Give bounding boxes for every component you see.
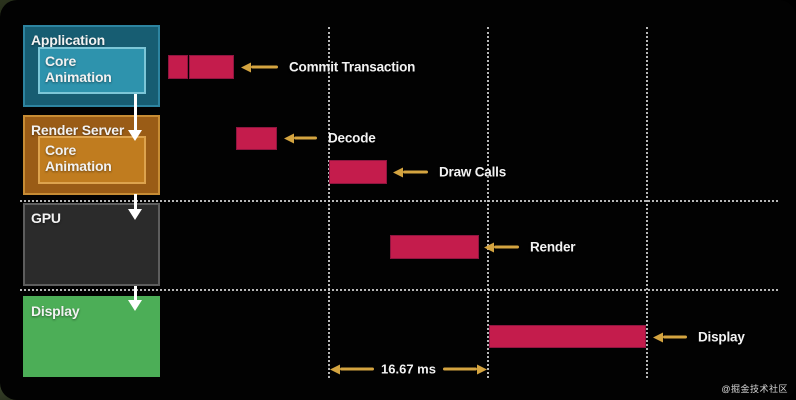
down-arrow-icon [128,130,142,141]
down-arrow-icon [128,300,142,311]
core-animation-label: Core Animation [45,142,112,174]
gridline-horizontal-1 [20,200,778,202]
render-server-box: Render Server Core Animation [23,115,160,195]
gridline-horizontal-2 [20,289,778,291]
render-label: Render [530,239,576,255]
left-arrow-icon [284,133,294,143]
flow-arrow-gpu-to-display-line [134,286,137,301]
decode-bar [236,127,277,150]
display-label: Display [31,303,80,319]
right-arrow-icon [477,364,487,374]
core-animation-box-render-server: Core Animation [38,136,146,184]
frame-interval-label: 16.67 ms [381,361,436,377]
commit-transaction-bar-2 [189,55,234,79]
left-arrow-icon [330,364,340,374]
left-arrow-icon [484,242,494,252]
gpu-box: GPU [23,203,160,286]
draw-calls-bar [329,160,387,184]
frame-interval-annotation: 16.67 ms [330,362,487,377]
gpu-label: GPU [31,210,61,226]
render-server-label: Render Server [31,122,125,138]
flow-arrow-render-to-gpu-line [134,194,137,210]
gridline-vertical-2 [487,27,489,378]
core-animation-label: Core Animation [45,53,112,85]
display-annotation: Display [653,330,745,345]
decode-label: Decode [328,130,376,146]
commit-transaction-annotation: Commit Transaction [241,60,415,75]
display-bar [489,325,646,348]
flow-arrow-app-to-render-line [134,94,137,131]
render-bar [390,235,479,259]
left-arrow-icon [241,62,251,72]
commit-transaction-bar-1 [168,55,188,79]
gridline-vertical-3 [646,27,648,378]
left-arrow-icon [393,167,403,177]
application-box: Application Core Animation [23,25,160,107]
watermark: @掘金技术社区 [721,384,788,394]
decode-annotation: Decode [284,131,376,146]
commit-transaction-label: Commit Transaction [289,59,416,75]
gridline-vertical-1 [328,27,330,378]
render-annotation: Render [484,239,576,255]
draw-calls-annotation: Draw Calls [393,165,506,180]
down-arrow-icon [128,209,142,220]
left-arrow-icon [653,332,663,342]
application-label: Application [31,32,106,48]
display-annotation-label: Display [698,329,745,345]
core-animation-box-application: Core Animation [38,47,146,94]
draw-calls-label: Draw Calls [439,164,507,180]
